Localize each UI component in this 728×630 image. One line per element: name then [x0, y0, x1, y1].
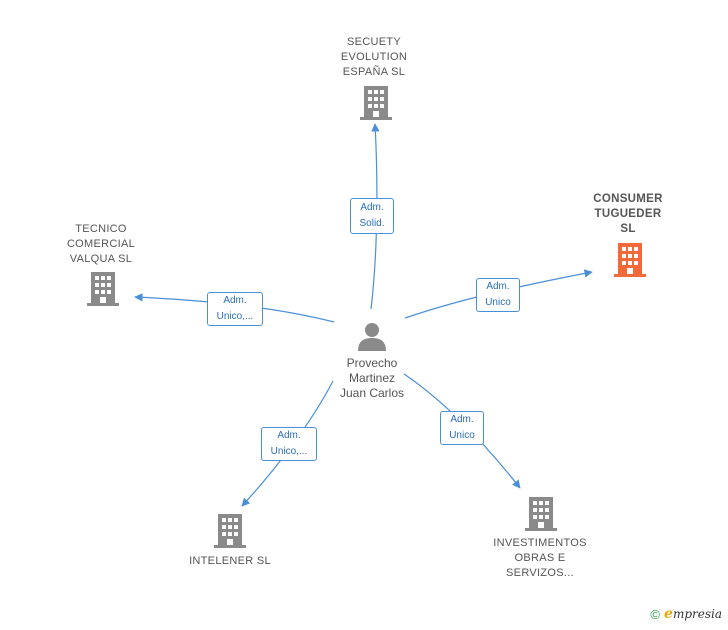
- node-label-investimentos[interactable]: INVESTIMENTOS OBRAS E SERVIZOS...: [493, 537, 587, 579]
- brand-logo[interactable]: empresia: [664, 606, 722, 622]
- building-icon-consumer[interactable]: [614, 243, 646, 277]
- node-label-secuety[interactable]: SECUETY EVOLUTION ESPAÑA SL: [340, 36, 408, 78]
- copyright-icon: ©: [650, 606, 661, 622]
- building-icon-secuety[interactable]: [360, 86, 392, 120]
- building-icon-investimentos[interactable]: [525, 497, 557, 531]
- node-label-tecnico[interactable]: TECNICO COMERCIAL VALQUA SL: [66, 223, 136, 265]
- edge-label-consumer: Adm. Unico: [476, 278, 520, 312]
- node-label-consumer[interactable]: CONSUMER TUGUEDER SL: [593, 193, 663, 235]
- node-label-intelener[interactable]: INTELENER SL: [189, 555, 271, 567]
- edge-label-secuety: Adm. Solid.: [350, 198, 394, 234]
- person-label[interactable]: Provecho Martinez Juan Carlos: [339, 356, 405, 400]
- edge-label-tecnico: Adm. Unico,...: [207, 292, 263, 326]
- building-icon-tecnico[interactable]: [87, 272, 119, 306]
- edge-label-intelener: Adm. Unico,...: [261, 427, 317, 461]
- footer-brand: © empresia: [650, 606, 722, 622]
- person-icon[interactable]: [357, 321, 387, 351]
- brand-logo-e: e: [664, 606, 673, 622]
- brand-logo-text: mpresia: [672, 607, 722, 621]
- building-icon-intelener[interactable]: [214, 514, 246, 548]
- edge-label-investimentos: Adm. Unico: [440, 411, 484, 445]
